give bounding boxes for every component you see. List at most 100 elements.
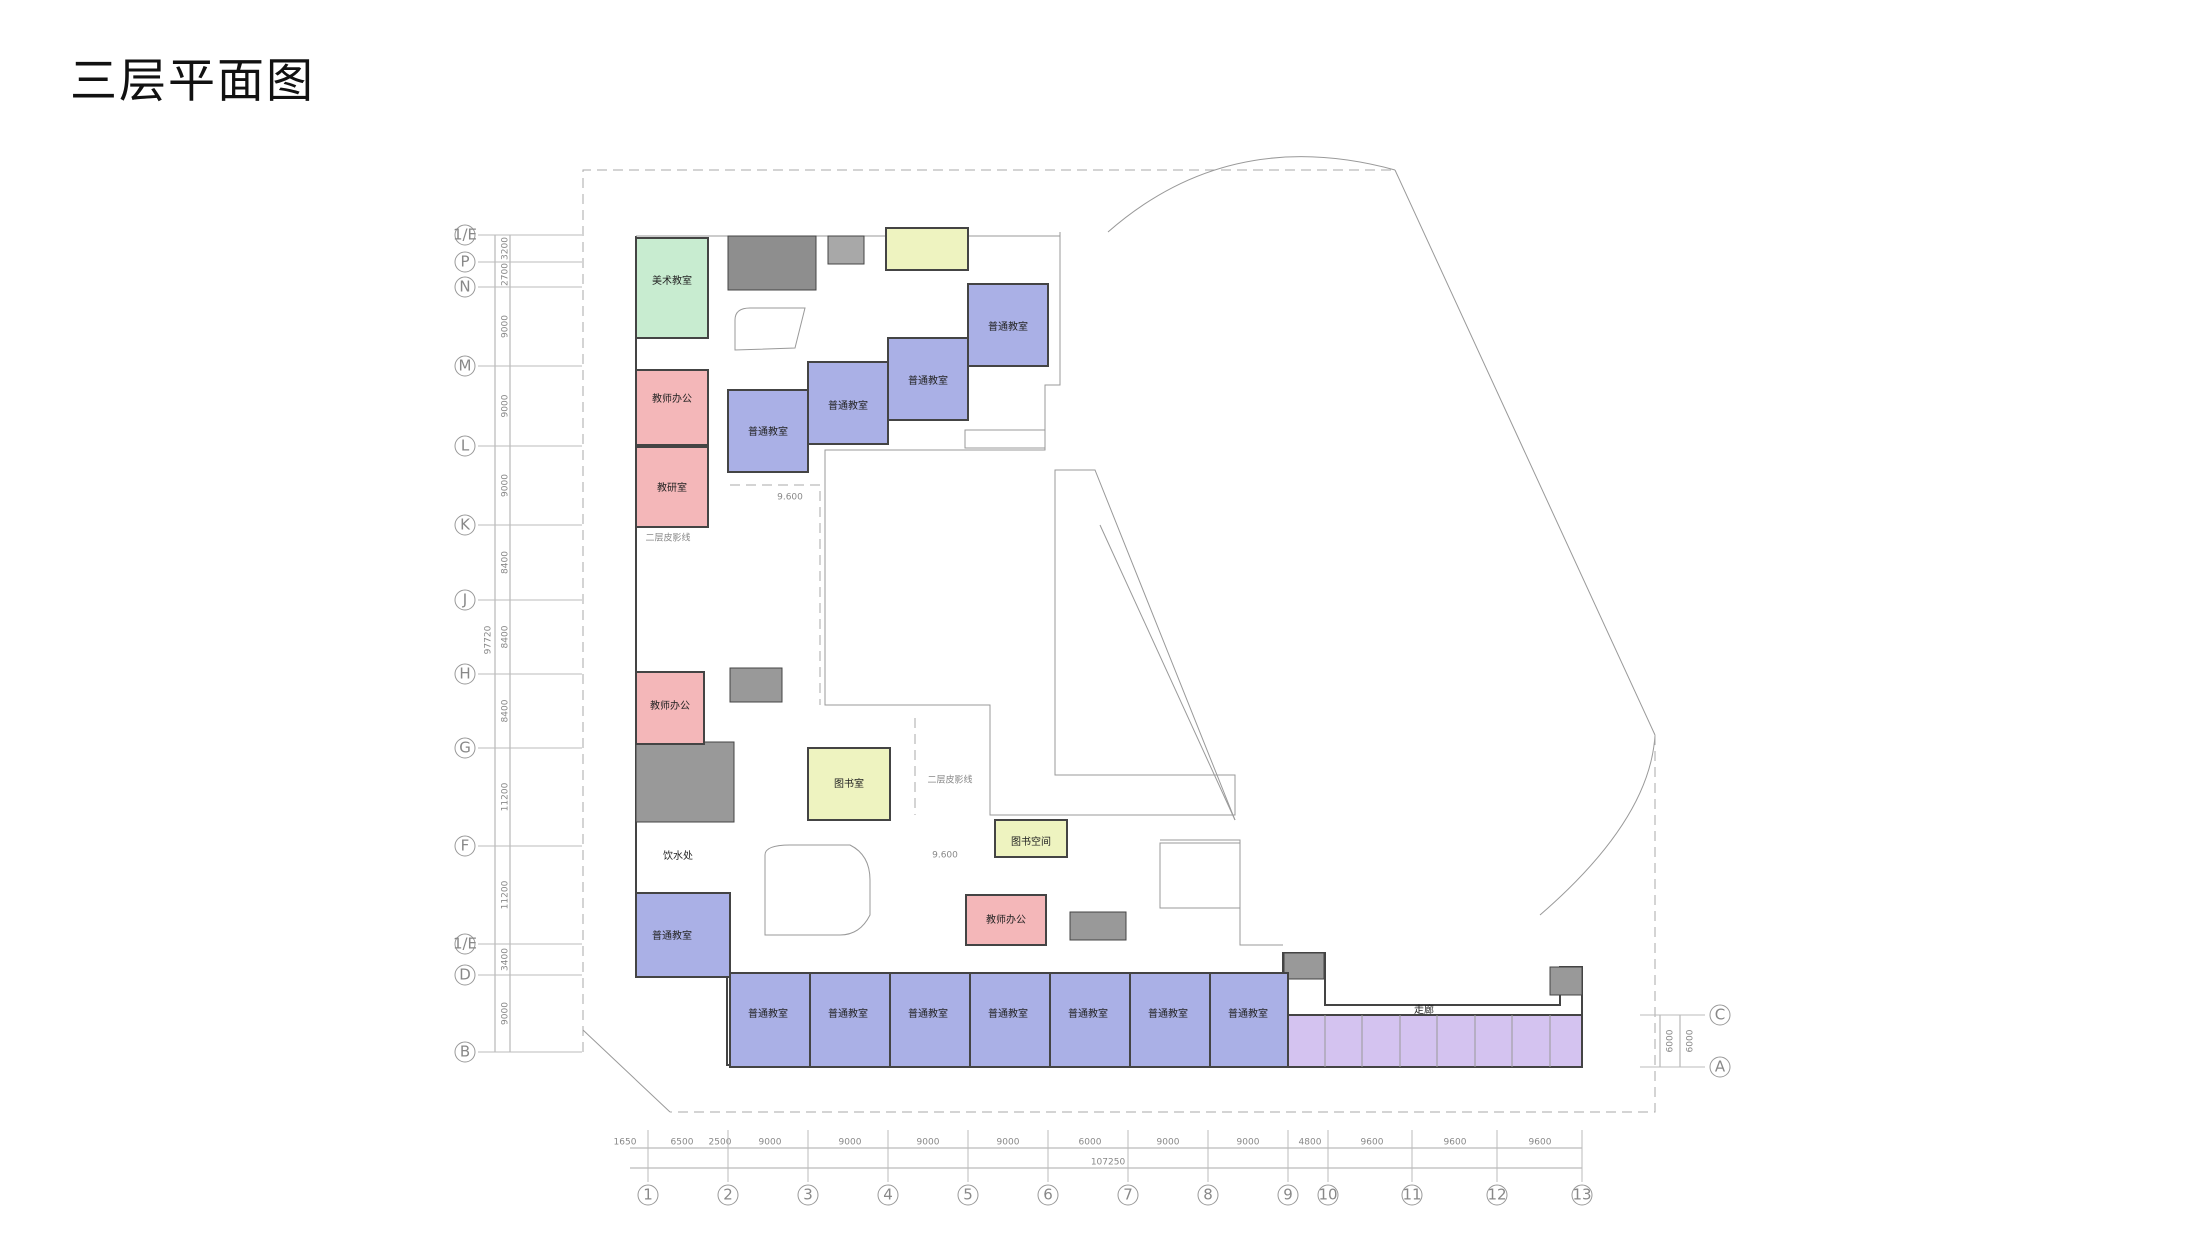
- room-service-east: [1287, 1014, 1583, 1068]
- column-axis-marker: [637, 1184, 659, 1206]
- column-axis-label: 4: [883, 1186, 893, 1204]
- room-teacher-office-2: [635, 671, 705, 745]
- right-axis-label: C: [1715, 1006, 1725, 1024]
- row-axis-label: P: [460, 253, 469, 271]
- column-dimension: 9000: [1157, 1138, 1180, 1148]
- right-axis-marker: [1709, 1056, 1731, 1078]
- stair-cores: [635, 235, 1583, 996]
- room-classroom-n4: [967, 283, 1049, 367]
- row-total-dimension: 97720: [484, 625, 494, 654]
- row-axis-label: 1/E: [453, 226, 477, 244]
- rooms: 美术教室 教师办公 教研室 普通教室 普通教室 普通教室 普通教室 教师办公 图…: [635, 227, 1583, 1068]
- row-dimension: 8400: [501, 625, 511, 648]
- column-dimension: 6000: [1079, 1138, 1102, 1148]
- row-dimension: 9000: [501, 1002, 511, 1025]
- row-axis-marker: [454, 835, 476, 857]
- column-axis-label: 2: [723, 1186, 733, 1204]
- site-boundary: [582, 156, 1656, 1113]
- column-dimension: 2500: [709, 1138, 732, 1148]
- column-dimension: 9000: [759, 1138, 782, 1148]
- room-classroom-s1: [729, 972, 811, 1068]
- annotations: 9.600 9.600 二层皮影线 二层皮影线: [645, 493, 972, 861]
- room-classroom-n3: [887, 337, 969, 421]
- row-axis-marker: [454, 737, 476, 759]
- column-dimension: 9000: [917, 1138, 940, 1148]
- row-axis-label: J: [462, 591, 467, 609]
- row-axis-label: M: [459, 357, 472, 375]
- elevation-mark: 9.600: [777, 493, 803, 503]
- column-axis-marker: [1317, 1184, 1339, 1206]
- room-label: 普通教室: [908, 1007, 948, 1020]
- row-axis-marker: [454, 435, 476, 457]
- column-axis-marker: [1486, 1184, 1508, 1206]
- row-axis-marker: [454, 251, 476, 273]
- row-axis-label: D: [459, 966, 471, 984]
- column-total-dimension: 107250: [1091, 1158, 1126, 1168]
- room-label: 教师办公: [652, 392, 692, 405]
- row-dimension: 9000: [501, 474, 511, 497]
- room-label: 普通教室: [988, 320, 1028, 333]
- column-axis-label: 7: [1123, 1186, 1133, 1204]
- column-axis-marker: [797, 1184, 819, 1206]
- room-label: 美术教室: [652, 274, 692, 287]
- row-axis-label: H: [459, 665, 470, 683]
- column-axis-marker: [1401, 1184, 1423, 1206]
- column-axis-label: 10: [1318, 1186, 1337, 1204]
- room-classroom-w: [635, 892, 731, 978]
- column-axis-marker: [1277, 1184, 1299, 1206]
- row-dimension: 11200: [501, 880, 511, 909]
- room-teacher-office-1: [635, 369, 709, 446]
- page-title: 三层平面图: [70, 54, 315, 109]
- column-dimension: 9600: [1361, 1138, 1384, 1148]
- column-axis-marker: [1571, 1184, 1593, 1206]
- room-book-space: [994, 819, 1068, 858]
- row-dimension: 9000: [501, 315, 511, 338]
- row-axis-label: K: [460, 516, 471, 534]
- elevation-mark: 9.600: [932, 851, 958, 861]
- row-grid-axes: 1/EPNMLKJHGF1/EDB32002700900090009000840…: [453, 224, 582, 1063]
- room-classroom-n1: [727, 389, 809, 473]
- column-dimension: 1650: [614, 1138, 637, 1148]
- room-research: [635, 446, 709, 528]
- column-axis-marker: [1197, 1184, 1219, 1206]
- row-axis-marker: [454, 514, 476, 536]
- row-axis-marker: [454, 224, 476, 246]
- row-axis-marker: [454, 276, 476, 298]
- row-axis-marker: [454, 964, 476, 986]
- room-label: 图书室: [834, 777, 864, 790]
- row-axis-label: B: [460, 1043, 470, 1061]
- row-dimension: 11200: [501, 782, 511, 811]
- column-axis-marker: [1037, 1184, 1059, 1206]
- row-axis-marker: [454, 355, 476, 377]
- void-north: [734, 307, 806, 351]
- room-label: 普通教室: [748, 1007, 788, 1020]
- room-label: 普通教室: [828, 399, 868, 412]
- room-classroom-s6: [1129, 972, 1211, 1068]
- room-classroom-s5: [1049, 972, 1131, 1068]
- room-label: 教研室: [657, 481, 687, 494]
- column-axis-label: 11: [1402, 1186, 1421, 1204]
- column-axis-label: 1: [643, 1186, 653, 1204]
- column-axis-label: 9: [1283, 1186, 1293, 1204]
- column-dimension: 6500: [671, 1138, 694, 1148]
- row-axis-label: N: [459, 278, 470, 296]
- room-label: 普通教室: [1228, 1007, 1268, 1020]
- row-axis-marker: [454, 1041, 476, 1063]
- room-label: 走廊: [1414, 1003, 1434, 1016]
- column-axis-label: 12: [1487, 1186, 1506, 1204]
- row-axis-label: G: [459, 739, 471, 757]
- room-label: 教师办公: [986, 913, 1026, 926]
- right-axis-marker: [1709, 1004, 1731, 1026]
- row-dimension: 2700: [501, 263, 511, 286]
- room-teacher-office-3: [965, 894, 1047, 946]
- column-dimension: 9000: [997, 1138, 1020, 1148]
- annotation-text: 二层皮影线: [645, 532, 690, 544]
- row-axis-marker: [454, 589, 476, 611]
- room-label: 图书空间: [1011, 835, 1051, 848]
- row-axis-marker: [454, 663, 476, 685]
- column-axis-marker: [957, 1184, 979, 1206]
- right-dimension: 6000: [1686, 1029, 1696, 1052]
- room-label: 普通教室: [908, 374, 948, 387]
- column-axis-label: 13: [1572, 1186, 1591, 1204]
